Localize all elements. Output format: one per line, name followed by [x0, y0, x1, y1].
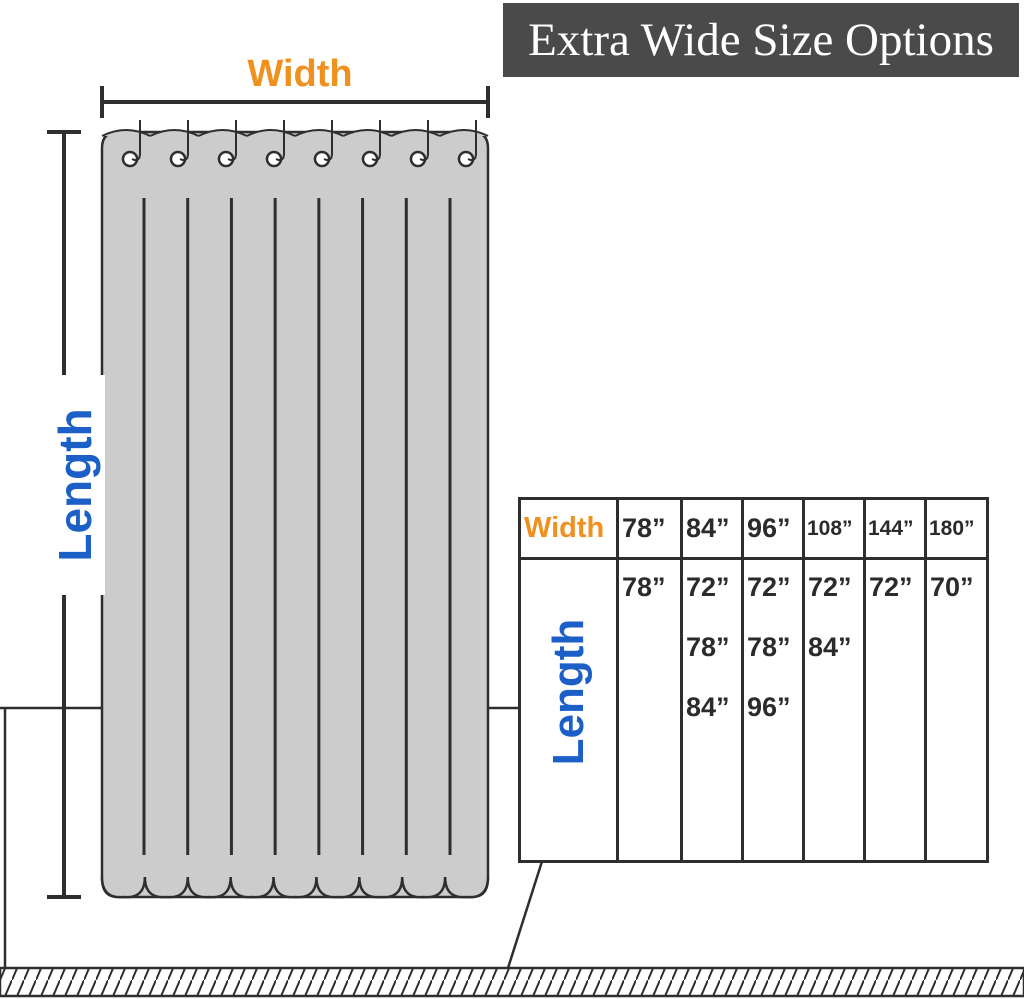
length-values: 72” [863, 557, 927, 863]
curtain-hook [275, 120, 285, 162]
length-value: 72” [747, 572, 791, 602]
width-label: Width [247, 53, 353, 95]
curtain-hook [323, 120, 333, 162]
length-values: 72” 78” 96” [741, 557, 805, 863]
grommet-ring [217, 150, 235, 168]
length-value: 70” [930, 572, 974, 602]
length-values: 72” 84” [802, 557, 866, 863]
length-values: 70” [924, 557, 989, 863]
curtain-pleats [142, 198, 452, 855]
curtain-hook [179, 120, 189, 162]
bottom-scallop [443, 876, 490, 899]
grommet-ring [457, 150, 475, 168]
curtain-hook [227, 120, 237, 162]
grommet-ring [313, 150, 331, 168]
floor [0, 966, 1024, 998]
grommet-ring [169, 150, 187, 168]
width-value: 96” [741, 497, 805, 560]
curtain-hook [371, 120, 381, 162]
page-title: Extra Wide Size Options [503, 3, 1019, 77]
width-value: 78” [616, 497, 683, 560]
bottom-scallop [358, 876, 404, 899]
width-row: Width 78” 84” 96” 108” 144” 180” [518, 497, 989, 560]
bottom-scallop [100, 876, 147, 899]
width-dimension-line [100, 86, 490, 118]
size-table: Width 78” 84” 96” 108” 144” 180” Length … [518, 497, 989, 863]
top-scallop [198, 129, 248, 137]
length-value: 78” [686, 632, 730, 662]
bottom-scallop [229, 876, 275, 899]
length-value: 84” [808, 632, 852, 662]
bottom-scallop [400, 876, 447, 899]
length-value: 72” [808, 572, 852, 602]
curtain-hook [131, 120, 141, 162]
grommets [121, 120, 477, 168]
length-row: Length 78” 72” 78” 84” 72” 78” 96” 72” 8… [518, 557, 989, 863]
length-value: 72” [869, 572, 913, 602]
top-scallop [149, 129, 199, 137]
curtain-panel [100, 130, 490, 899]
bottom-scallop [186, 876, 232, 899]
length-header-cell: Length [518, 557, 619, 863]
length-label: Length [45, 375, 105, 595]
curtain-hook [467, 120, 477, 162]
length-value: 78” [747, 632, 791, 662]
top-scallop [246, 129, 296, 137]
grommet-ring [265, 150, 283, 168]
bottom-scallop [272, 876, 318, 899]
length-values: 72” 78” 84” [680, 557, 744, 863]
bottom-scallop [315, 876, 361, 899]
length-header: Length [543, 618, 593, 766]
width-value: 108” [802, 497, 866, 560]
grommet-ring [361, 150, 379, 168]
top-scallop [101, 129, 151, 137]
length-value: 78” [622, 572, 666, 602]
length-value: 72” [686, 572, 730, 602]
width-value: 180” [924, 497, 989, 560]
grommet-ring [121, 150, 139, 168]
grommet-ring [409, 150, 427, 168]
width-value: 84” [680, 497, 744, 560]
width-header: Width [518, 497, 619, 560]
width-value: 144” [863, 497, 927, 560]
length-value: 96” [747, 692, 791, 722]
length-values: 78” [616, 557, 683, 863]
room-outline [0, 706, 547, 969]
bottom-scallops [100, 876, 490, 899]
curtain-hook [419, 120, 429, 162]
length-value: 84” [686, 692, 730, 722]
bottom-scallop [143, 876, 190, 899]
